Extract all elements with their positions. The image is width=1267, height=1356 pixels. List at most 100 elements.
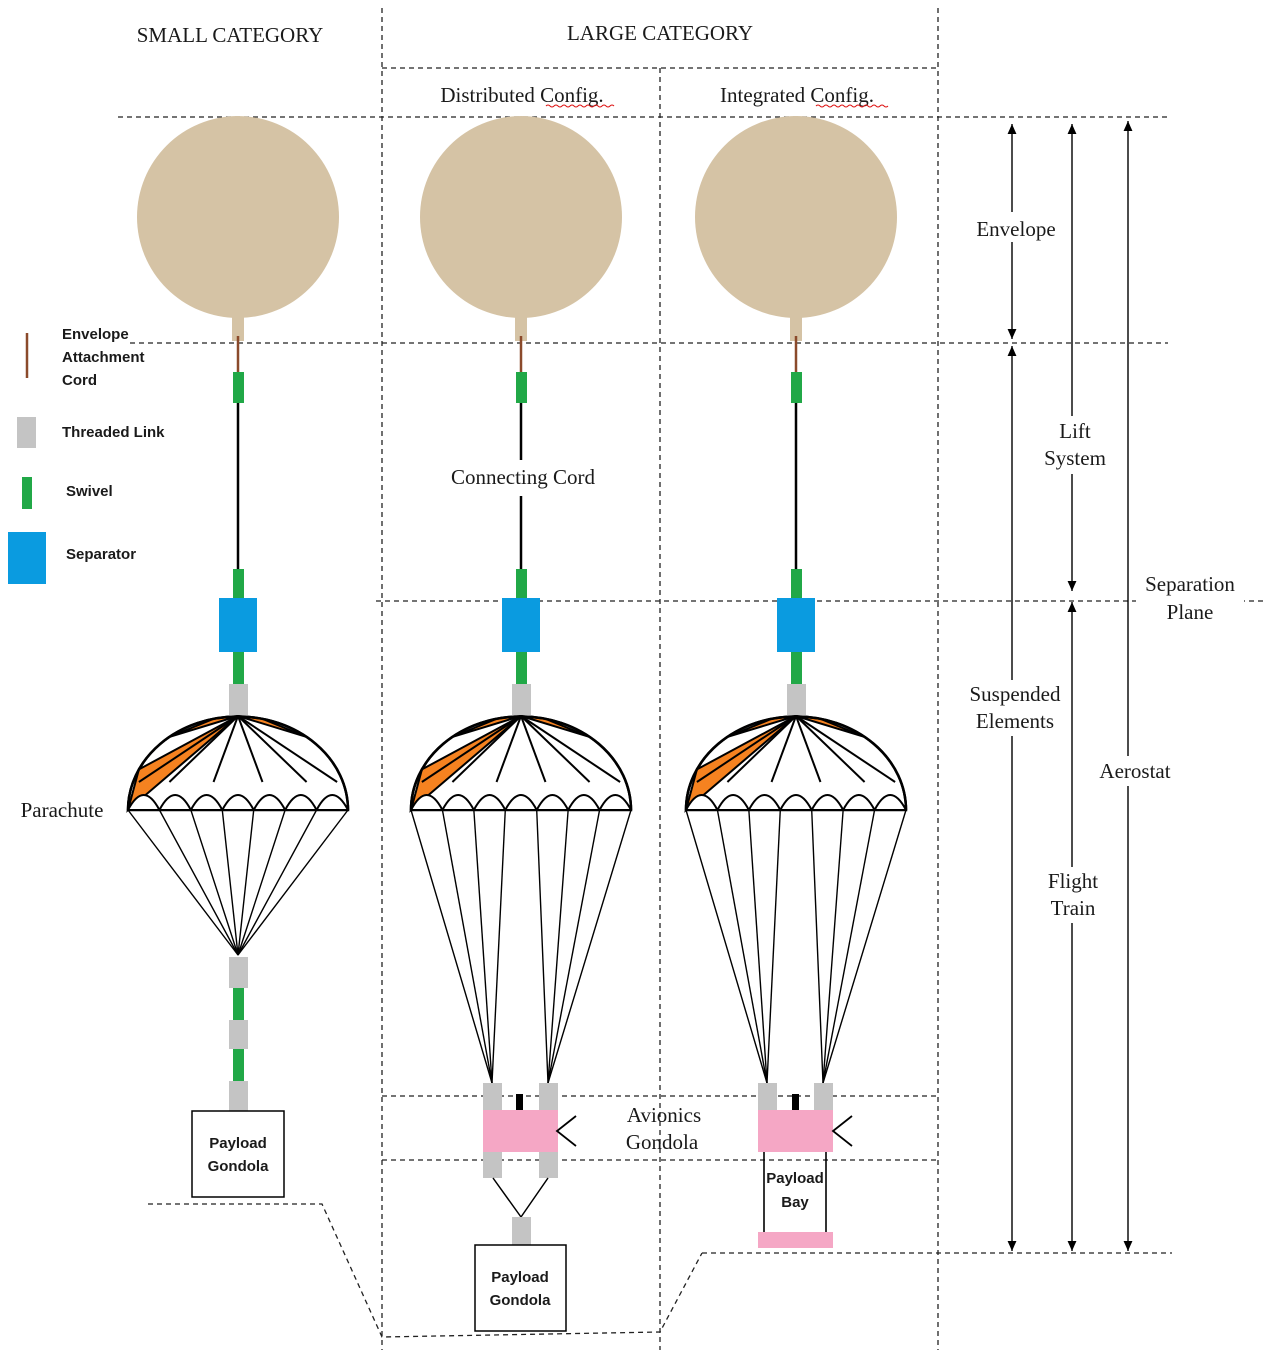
suspension-line (766, 809, 781, 1084)
legend-swivel-label: Swivel (66, 483, 113, 500)
suspension-line (547, 809, 601, 1084)
canopy-seam (237, 715, 264, 783)
swivel (791, 372, 802, 403)
spellcheck-underline-integrated (815, 104, 889, 108)
canopy-arch (685, 794, 719, 811)
legend-separator-swatch (8, 532, 46, 584)
suspension-line (221, 809, 239, 956)
canopy-arch (158, 794, 192, 811)
threaded-link (229, 1081, 248, 1111)
canopy-outline (409, 715, 633, 811)
canopy-arch (535, 794, 570, 811)
avionics-antenna (516, 1094, 523, 1110)
canopy-seam (795, 715, 896, 783)
canopy-arch (221, 794, 255, 811)
suspension-line (127, 809, 239, 956)
canopy-gore (684, 715, 797, 813)
threaded-link (814, 1083, 833, 1111)
parachute (126, 715, 350, 813)
spellcheck-underline-distributed (545, 104, 615, 108)
lift-system-label-1: Lift (1059, 419, 1091, 443)
separator (219, 598, 257, 652)
suspension-line (410, 809, 493, 1084)
canopy-arch (189, 794, 224, 811)
suspension-line (491, 809, 506, 1084)
avionics-antenna-bracket (555, 1115, 577, 1147)
swivel (791, 569, 802, 599)
avionics-antenna-bracket (831, 1115, 853, 1147)
envelope-neck (232, 310, 244, 341)
avionics-antenna (792, 1094, 799, 1110)
suspension-line (685, 809, 768, 1084)
canopy-seam (795, 715, 866, 783)
canopy-arch (716, 794, 750, 811)
suspension-line (536, 809, 549, 1084)
suspended-elements-label-1: Suspended (970, 682, 1061, 706)
separation-plane-label-1: Separation (1145, 572, 1235, 596)
suspension-line (237, 809, 255, 956)
avionics-gondola-label-1: Avionics (627, 1103, 701, 1127)
suspension-line (547, 809, 569, 1084)
header-distributed-config: Distributed Config. (440, 83, 603, 107)
payload-gondola (191, 1110, 285, 1198)
swivel (233, 1049, 244, 1081)
swivel (233, 372, 244, 403)
parachute (409, 715, 633, 813)
connecting-cord-label: Connecting Cord (451, 465, 596, 489)
canopy-seam (770, 715, 797, 783)
payload-bay-label-1: Payload (766, 1170, 824, 1187)
canopy-arch (810, 794, 845, 811)
canopy-arch (504, 794, 538, 811)
parachute (684, 715, 908, 813)
canopy-arch (779, 794, 813, 811)
swivel (233, 652, 244, 684)
canopy-seam (237, 715, 308, 783)
canopy-outline (126, 715, 350, 811)
canopy-seam (421, 715, 522, 783)
canopy-seam (138, 715, 239, 783)
canopy-arch (873, 794, 907, 811)
header-small-category: SMALL CATEGORY (137, 23, 324, 47)
legend-threaded-link-swatch (17, 417, 36, 448)
canopy-arch (567, 794, 601, 811)
bridle-line (492, 1177, 549, 1219)
suspension-line (237, 809, 318, 956)
suspension-line (811, 809, 824, 1084)
envelope-balloon (695, 116, 897, 318)
suspension-line (237, 809, 349, 956)
separator (777, 598, 815, 652)
payload-gondola (474, 1244, 567, 1332)
canopy-seam (520, 715, 621, 783)
canopy-seam (495, 715, 522, 783)
legend-swivel-swatch (22, 477, 32, 509)
canopy-gore (126, 715, 239, 813)
suspension-line (190, 809, 239, 956)
canopy-seam (726, 715, 797, 783)
canopy-arch (441, 794, 475, 811)
threaded-link (229, 1020, 248, 1049)
connecting-cord-label-bg (440, 460, 606, 496)
threaded-link (539, 1152, 558, 1178)
parachute-label: Parachute (21, 798, 104, 822)
flight-train-label-1: Flight (1048, 869, 1098, 893)
swivel (516, 569, 527, 599)
threaded-link (512, 1217, 531, 1245)
payload-bay-label-2: Bay (781, 1194, 809, 1211)
swivel (233, 569, 244, 599)
canopy-seam (212, 715, 239, 783)
suspension-line (748, 809, 768, 1084)
canopy-arch (410, 794, 444, 811)
suspension-line (822, 809, 876, 1084)
suspension-line (237, 809, 286, 956)
suspension-line (822, 809, 844, 1084)
swivel (516, 372, 527, 403)
suspension-line (473, 809, 493, 1084)
canopy-arch (472, 794, 507, 811)
swivel (516, 652, 527, 684)
swivel (233, 988, 244, 1020)
payload-gondola-label-2: Gondola (208, 1158, 269, 1175)
separator (502, 598, 540, 652)
suspension-line (158, 809, 239, 956)
legend-attachment-cord-label-1: Envelope (62, 326, 129, 343)
